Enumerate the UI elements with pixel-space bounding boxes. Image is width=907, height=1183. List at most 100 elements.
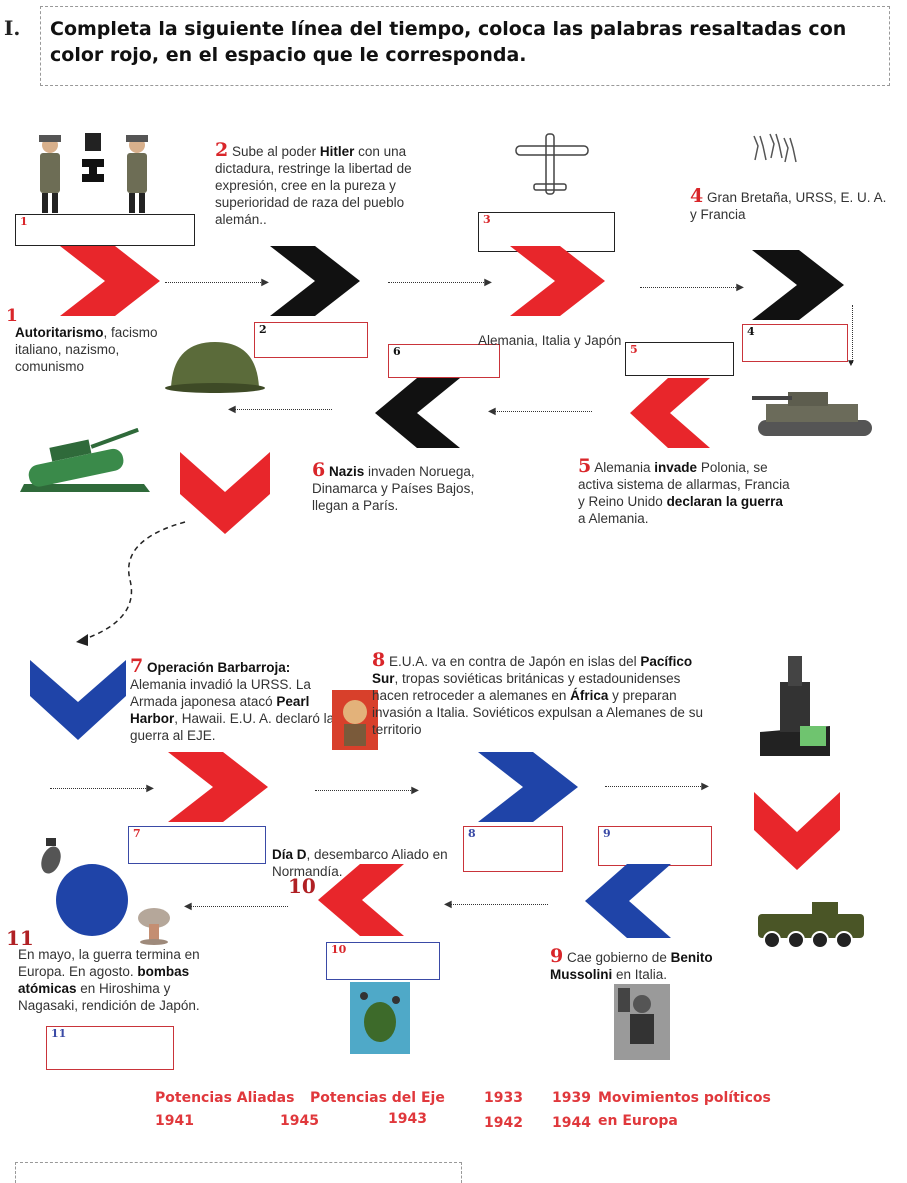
event-10-bold: Día D [272,847,307,862]
event-7-bold2: Pearl Harbor [130,694,310,726]
event-5-bold: invade [654,460,698,475]
word-movimientos-politicos[interactable]: Movimientos políticos [598,1090,771,1106]
chevron-red-down [180,452,270,534]
word-1939[interactable]: 1939 [552,1090,591,1106]
connector-curve [76,521,186,646]
event-11-bold: bombas atómicas [18,964,190,996]
answer-box-10-label: 10 [331,943,347,956]
event-8-bold2: África [570,688,609,703]
event-9-bold: Benito Mussolini [550,950,713,982]
arrow-9: ◀ [184,901,288,912]
word-potencias-aliadas[interactable]: Potencias Aliadas [155,1090,295,1106]
event-10-number: 10 [288,874,316,898]
chevron-black-right-2 [752,250,844,320]
arrow-6: ▶ [50,783,154,794]
event-7: 7 Operación Barbarroja: Alemania invadió… [130,655,335,744]
answer-box-3-label: 3 [483,213,491,226]
event-2: 2 Sube al poder Hitler con una dictadura… [215,141,425,228]
vertical-arrow-head: ▼ [846,358,856,369]
marching-soldiers-icon [753,133,797,163]
event-6-bold: Nazis [329,464,365,479]
word-1945[interactable]: 1945 [280,1113,319,1129]
event-9-number: 9 [550,945,564,967]
answer-box-5-label: 5 [630,343,638,356]
chevron-blue-left [585,864,671,938]
event-11-pre: En mayo, la guerra termina en Europa. En… [18,947,200,979]
event-9-post: en Italia. [612,967,668,982]
event-2-pre: Sube al poder [232,144,320,159]
event-5: 5 Alemania invade Polonia, se activa sis… [578,457,793,527]
answer-box-3[interactable]: 3 [478,212,615,252]
event-8-number: 8 [372,649,386,671]
word-1933[interactable]: 1933 [484,1090,523,1106]
event-4-text: Gran Bretaña, URSS, E. U. A. y Francia [690,190,887,222]
answer-box-9-label: 9 [603,827,611,840]
event-6: 6 Nazis invaden Noruega, Dinamarca y Paí… [312,461,512,514]
event-7-number: 7 [130,655,144,677]
event-8-pre: E.U.A. va en contra de Japón en islas de… [389,654,641,669]
event-4-number: 4 [690,185,704,207]
answer-box-2-label: 2 [259,323,267,336]
event-9: 9 Cae gobierno de Benito Mussolini en It… [550,945,730,983]
event-10: Día D, desembarco Aliado en Normandía. [272,846,464,880]
event-11-post: en Hiroshima y Nagasaki, rendición de Ja… [18,981,200,1013]
chevron-black-right-1 [270,246,360,316]
answer-box-8[interactable]: 8 [463,826,563,872]
answer-box-8-label: 8 [468,827,476,840]
event-5-mid: Polonia, se activa sistema de allarmas, … [578,460,790,509]
word-1944[interactable]: 1944 [552,1115,591,1131]
propaganda-poster-icon [332,690,378,750]
event-6-text: invaden Noruega, Dinamarca y Países Bajo… [312,464,475,513]
soldiers-landing-illustration [350,982,410,1054]
event-2-bold: Hitler [319,144,355,159]
chevron-blue-down [30,660,126,740]
answer-box-1-label: 1 [20,215,28,228]
chevron-red-right-2 [510,246,605,316]
answer-box-2[interactable]: 2 [254,322,368,358]
arrow-10: ◀ [444,899,548,910]
event-1-text: , facismo italiano, nazismo, comunismo [15,325,158,374]
plane-icon [515,133,589,195]
word-1942[interactable]: 1942 [484,1115,523,1131]
answer-box-4-label: 4 [747,325,755,338]
answer-box-7[interactable]: 7 [128,826,266,864]
arrow-8: ▶ [605,781,709,792]
event-10-text: , desembarco Aliado en Normandía. [272,847,448,879]
event-2-text: con una dictadura, restringe la libertad… [215,144,412,227]
header-frame [40,6,890,86]
event-1: Autoritarismo, facismo italiano, nazismo… [15,324,185,375]
event-1-bold: Autoritarismo [15,325,104,340]
answer-box-9[interactable]: 9 [598,826,712,866]
event-8-post: y preparan invasión a Italia. Soviéticos… [372,688,703,737]
word-en-europa[interactable]: en Europa [598,1113,678,1129]
event-8: 8 E.U.A. va en contra de Japón en islas … [372,649,712,738]
arrow-1: ▶ [165,277,269,288]
event-5-pre: Alemania [594,460,655,475]
answer-box-1[interactable]: 1 [15,214,195,246]
helmet-icon [165,342,265,393]
event-11: En mayo, la guerra termina en Europa. En… [18,946,218,1014]
word-1943[interactable]: 1943 [388,1111,427,1127]
event-4: 4 Gran Bretaña, URSS, E. U. A. y Francia [690,185,895,223]
event-3: Alemania, Italia y Japón [478,333,622,348]
chevron-blue-right-1 [478,752,578,822]
section-number: I. [4,16,21,40]
answer-box-4[interactable]: 4 [742,324,848,362]
arrow-5: ◀ [228,404,332,415]
answer-box-11[interactable]: 11 [46,1026,174,1070]
word-potencias-del-eje[interactable]: Potencias del Eje [310,1090,445,1106]
event-11-number: 11 [6,926,34,950]
answer-box-6-label: 6 [393,345,401,358]
answer-box-10[interactable]: 10 [326,942,440,980]
answer-box-6[interactable]: 6 [388,344,500,378]
battleship-icon [760,656,830,756]
event-8-bold: Pacífico Sur [372,654,693,686]
chevron-red-right-3 [168,752,268,822]
chevron-red-left-2 [318,864,404,936]
answer-box-11-label: 11 [51,1027,67,1040]
page-title: Completa la siguiente línea del tiempo, … [50,18,847,66]
soldiers-illustration [39,133,148,213]
answer-box-5[interactable]: 5 [625,342,734,376]
arrow-2: ▶ [388,277,492,288]
word-1941[interactable]: 1941 [155,1113,194,1129]
